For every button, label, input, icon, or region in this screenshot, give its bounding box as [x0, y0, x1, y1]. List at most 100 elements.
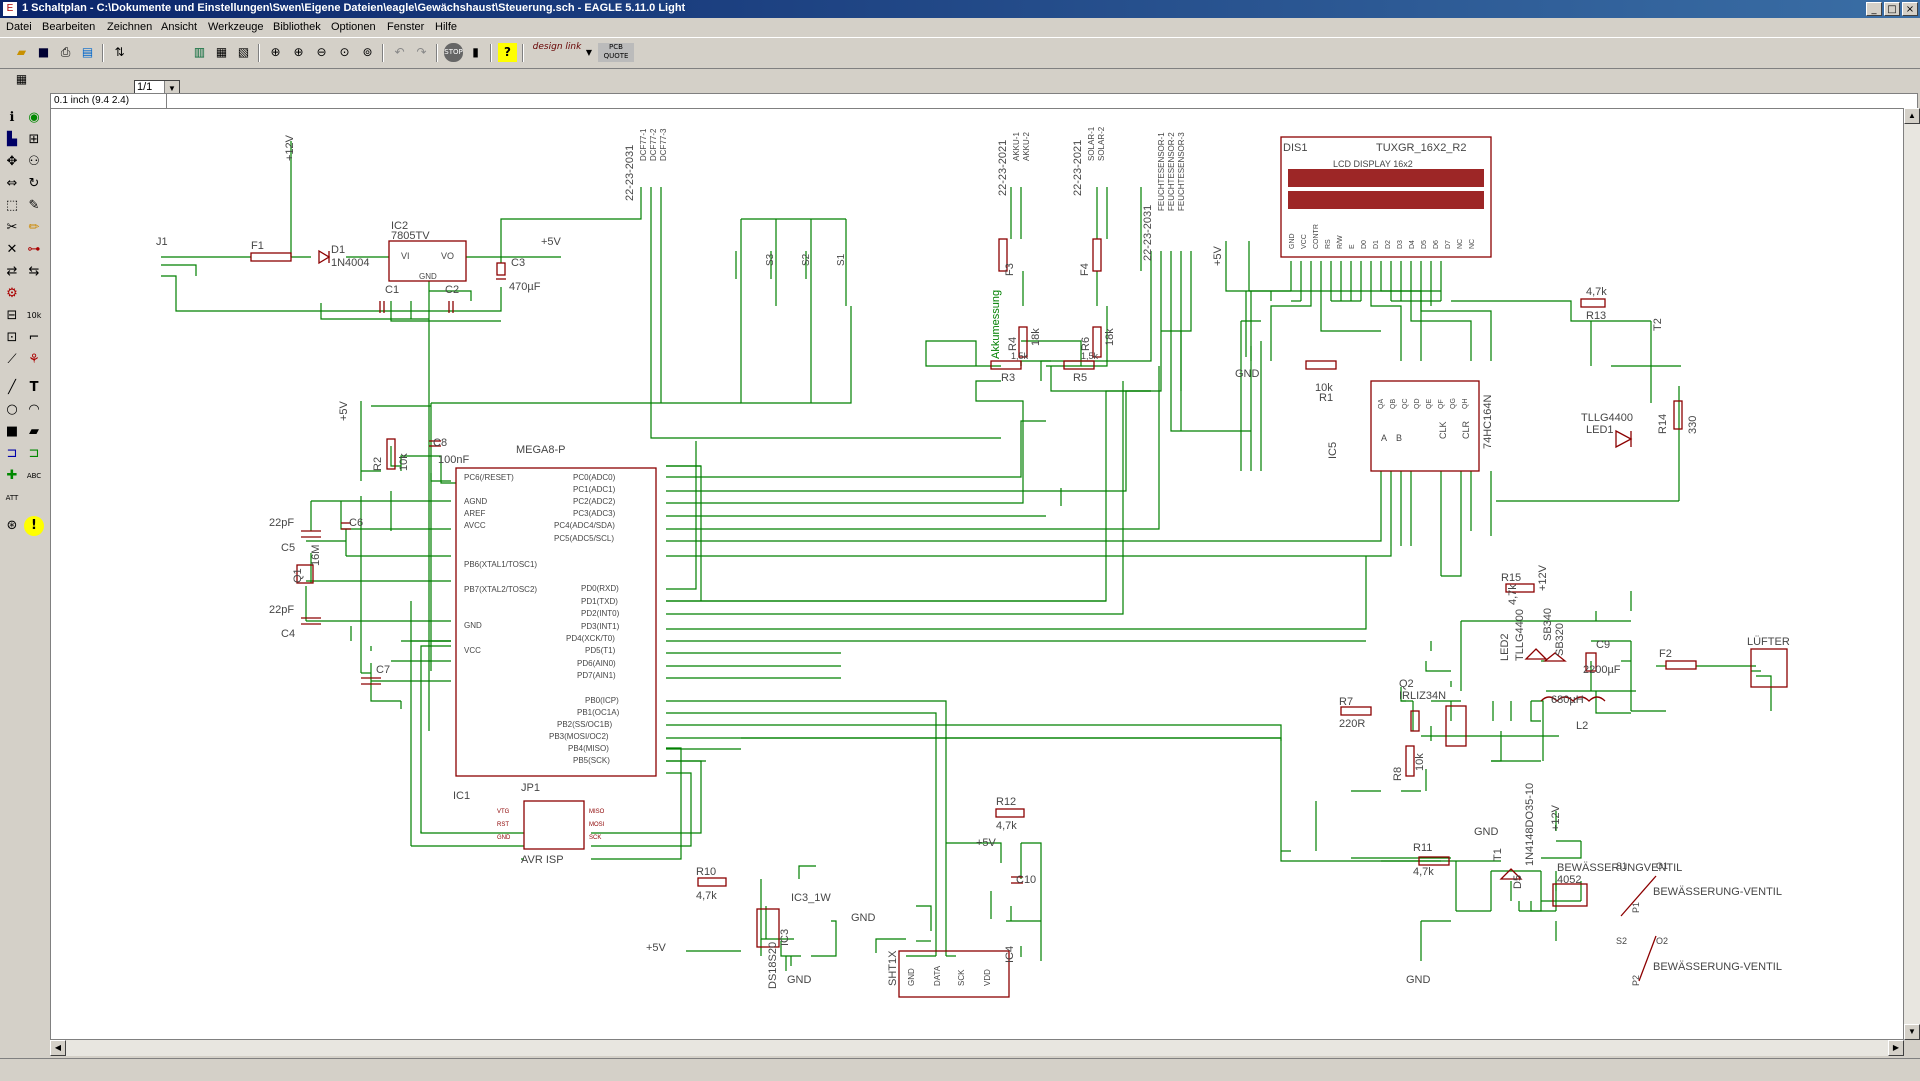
grid-icon[interactable]: ▦ [15, 72, 28, 86]
menu-werkzeuge[interactable]: Werkzeuge [208, 21, 264, 33]
copy-icon[interactable]: ⚇ [28, 154, 40, 169]
script-icon[interactable]: ▦ [215, 45, 228, 59]
zoom-out-icon[interactable]: ⊖ [316, 45, 327, 59]
menu-fenster[interactable]: Fenster [387, 21, 425, 33]
rect-icon[interactable]: ■ [5, 424, 19, 439]
replace-icon[interactable]: ⚙ [6, 286, 18, 301]
schematic-canvas[interactable]: J1 F1 D1 1N4004 IC2 7805TV VI VO GND C1 … [50, 108, 1904, 1040]
scroll-left-icon[interactable]: ◀ [50, 1040, 66, 1056]
help-icon[interactable]: ? [498, 43, 517, 62]
menu-ansicht[interactable]: Ansicht [161, 21, 198, 33]
svg-text:18k: 18k [1030, 328, 1042, 346]
close-button[interactable]: × [1902, 2, 1918, 16]
bus-icon[interactable]: ⊐ [6, 446, 18, 461]
open-icon[interactable]: ▰ [16, 45, 27, 59]
menu-datei[interactable]: Datei [6, 21, 32, 33]
junction-icon[interactable]: ✚ [6, 468, 18, 483]
invoke-icon[interactable]: ⚘ [28, 352, 40, 367]
pinswap-icon[interactable]: ⇄ [6, 264, 18, 279]
scroll-right-icon[interactable]: ▶ [1888, 1040, 1904, 1056]
info-icon[interactable]: ℹ [9, 110, 15, 125]
svg-text:Q2: Q2 [1399, 678, 1414, 690]
svg-text:QH: QH [1462, 399, 1469, 410]
svg-text:C1: C1 [385, 284, 399, 296]
smash-icon[interactable]: ⊡ [6, 330, 18, 345]
svg-text:PB1(OC1A): PB1(OC1A) [577, 708, 620, 717]
polygon-icon[interactable]: ▰ [29, 424, 39, 439]
command-input[interactable] [166, 93, 1918, 109]
scroll-up-icon[interactable]: ▲ [1904, 108, 1920, 124]
pcbquote-icon[interactable]: PCB QUOTE [598, 43, 634, 62]
horizontal-scrollbar[interactable]: ◀ ▶ [50, 1040, 1904, 1056]
sht-pin-labels: GND DATA SCK VDD [907, 965, 992, 986]
undo-icon[interactable]: ↶ [394, 45, 405, 59]
add-icon[interactable]: ⊶ [27, 242, 41, 257]
svg-text:D1: D1 [331, 244, 345, 256]
chevron-down-icon[interactable]: ▼ [585, 48, 593, 57]
svg-text:PC1(ADC1): PC1(ADC1) [573, 485, 616, 494]
wire-icon[interactable]: ╱ [8, 380, 16, 395]
status-bar [0, 1058, 1920, 1081]
schematic-drawing[interactable]: J1 F1 D1 1N4004 IC2 7805TV VI VO GND C1 … [51, 109, 1904, 1040]
split-icon[interactable]: ⟋ [7, 352, 17, 367]
svg-text:CONTR: CONTR [1313, 224, 1320, 249]
net-icon[interactable]: ⊐ [28, 446, 40, 461]
delete-icon[interactable]: ✕ [6, 242, 18, 257]
zoom-select-icon[interactable]: ⊚ [362, 45, 373, 59]
menu-bibliothek[interactable]: Bibliothek [273, 21, 321, 33]
svg-text:R3: R3 [1001, 372, 1015, 384]
paste-icon[interactable]: ✏ [28, 220, 40, 235]
arc-icon[interactable]: ◠ [28, 402, 40, 417]
circle-icon[interactable]: ○ [6, 402, 18, 417]
sheet-select[interactable]: 1/1▼ [134, 80, 180, 97]
attribute-icon[interactable]: ATT [5, 494, 19, 502]
rotate-icon[interactable]: ↻ [28, 176, 40, 191]
stop-icon[interactable]: STOP [444, 43, 463, 62]
zoom-redraw-icon[interactable]: ⊙ [339, 45, 350, 59]
change-icon[interactable]: ✎ [28, 198, 40, 213]
svg-text:+5V: +5V [1212, 245, 1224, 266]
name-icon[interactable]: ⊟ [6, 308, 18, 323]
print-icon[interactable]: ⎙ [60, 45, 71, 59]
miter-icon[interactable]: ⌐ [28, 330, 40, 345]
switch-icon[interactable]: ⇅ [114, 45, 125, 59]
mark-icon[interactable]: ⊞ [28, 132, 40, 147]
value-icon[interactable]: 10k [26, 311, 42, 320]
svg-text:330: 330 [1687, 416, 1699, 434]
minimize-button[interactable]: _ [1866, 2, 1882, 16]
zoom-in-icon[interactable]: ⊕ [293, 45, 304, 59]
zoom-fit-icon[interactable]: ⊕ [270, 45, 281, 59]
go-icon[interactable]: ▮ [472, 45, 479, 59]
gateswap-icon[interactable]: ⇆ [28, 264, 40, 279]
group-icon[interactable]: ⬚ [5, 198, 19, 213]
show-icon[interactable]: ◉ [28, 110, 40, 125]
vertical-scrollbar[interactable]: ▲ ▼ [1904, 108, 1920, 1040]
svg-text:AREF: AREF [464, 509, 485, 518]
cut-icon[interactable]: ✂ [6, 220, 18, 235]
scroll-down-icon[interactable]: ▼ [1904, 1024, 1920, 1040]
redo-icon[interactable]: ↷ [416, 45, 427, 59]
svg-text:22-23-2031: 22-23-2031 [624, 145, 636, 201]
display-icon[interactable]: ▙ [7, 132, 17, 147]
designlink-icon[interactable]: design link [532, 42, 582, 52]
svg-text:VCC: VCC [464, 646, 481, 655]
svg-text:GND: GND [1406, 974, 1431, 986]
menu-optionen[interactable]: Optionen [331, 21, 376, 33]
menu-bearbeiten[interactable]: Bearbeiten [42, 21, 96, 33]
svg-text:1N4148DO35-10: 1N4148DO35-10 [1524, 783, 1536, 866]
menu-hilfe[interactable]: Hilfe [435, 21, 458, 33]
svg-text:D4: D4 [1409, 240, 1416, 249]
text-icon[interactable]: T [29, 380, 39, 395]
menu-zeichnen[interactable]: Zeichnen [107, 21, 153, 33]
ulp-icon[interactable]: ▧ [237, 45, 250, 59]
save-icon[interactable]: ■ [37, 45, 50, 59]
mirror-icon[interactable]: ⇔ [6, 176, 18, 191]
errors-icon[interactable]: ! [24, 516, 44, 536]
erc-icon[interactable]: ⊛ [6, 518, 18, 533]
svg-text:22pF: 22pF [269, 517, 294, 529]
label-icon[interactable]: ABC [26, 472, 42, 480]
move-icon[interactable]: ✥ [6, 154, 18, 169]
maximize-button[interactable]: □ [1884, 2, 1900, 16]
cam-icon[interactable]: ▤ [81, 45, 94, 59]
library-icon[interactable]: ▥ [193, 45, 206, 59]
